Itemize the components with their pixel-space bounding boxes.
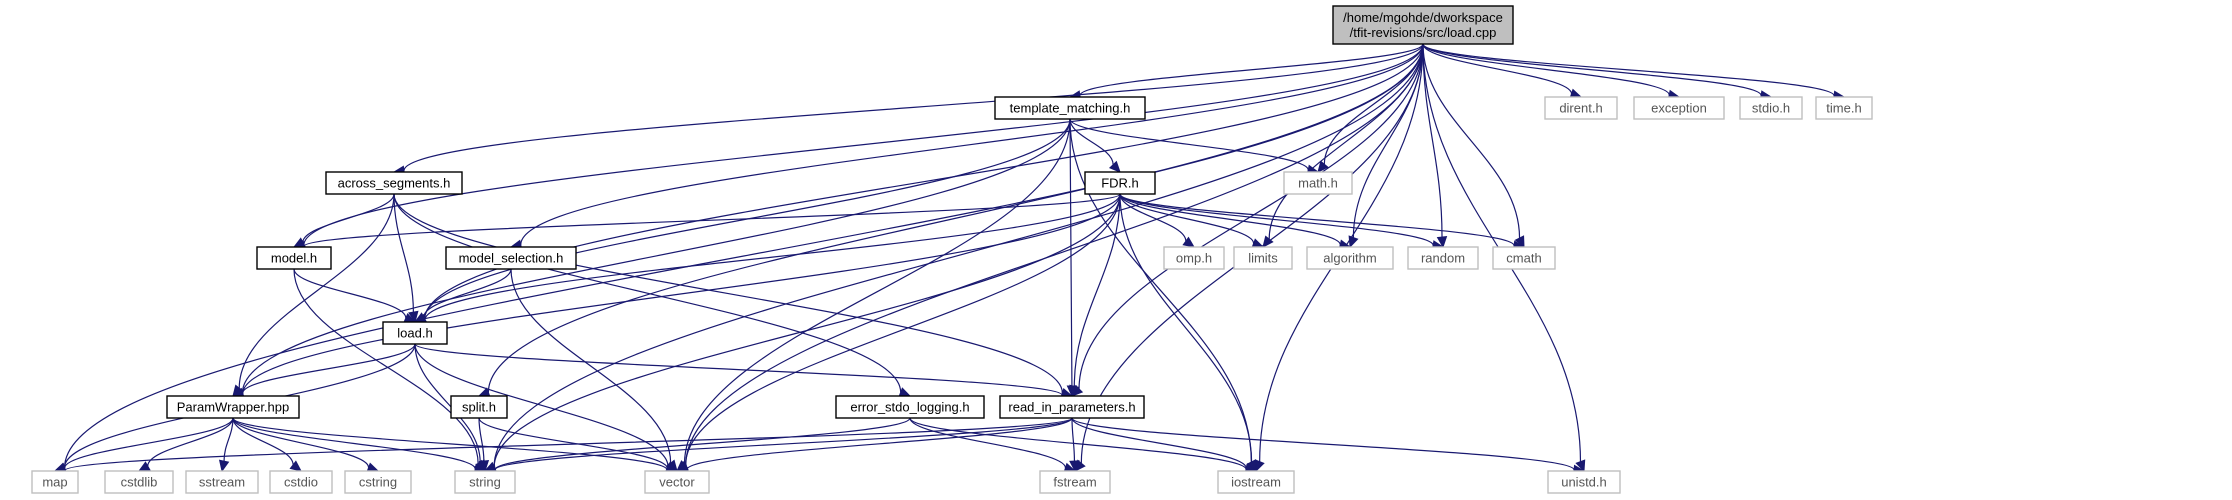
edge-FDR-to-vector bbox=[675, 193, 1121, 472]
node-label-cmath: cmath bbox=[1506, 251, 1541, 266]
node-read-in-parameters[interactable]: read_in_parameters.h bbox=[999, 395, 1145, 419]
edge-root-to-algorithm bbox=[1348, 43, 1424, 249]
node-cmath: cmath bbox=[1492, 246, 1556, 270]
edge-split-to-string bbox=[478, 417, 490, 473]
edge-read_in_parameters-to-unistd bbox=[1071, 417, 1586, 476]
edge-model-to-load_h bbox=[293, 268, 417, 323]
edge-root-to-model_selection bbox=[509, 43, 1424, 250]
node-random: random bbox=[1407, 246, 1479, 270]
node-iostream: iostream bbox=[1217, 470, 1295, 494]
edge-template_matching-to-FDR bbox=[1069, 118, 1121, 173]
node-limits: limits bbox=[1233, 246, 1293, 270]
edge-ParamWrapper-to-cstdlib bbox=[137, 417, 234, 472]
edge-template_matching-to-math bbox=[1069, 118, 1320, 175]
node-label-model: model.h bbox=[271, 251, 317, 266]
node-label-time: time.h bbox=[1826, 101, 1861, 116]
node-label-root-2: /tfit-revisions/src/load.cpp bbox=[1350, 25, 1497, 40]
node-label-root-1: /home/mgohde/dworkspace bbox=[1343, 10, 1503, 25]
node-sstream: sstream bbox=[185, 470, 259, 494]
edge-FDR-to-omp bbox=[1119, 193, 1195, 248]
edge-read_in_parameters-to-string bbox=[483, 417, 1073, 476]
node-label-fstream: fstream bbox=[1053, 475, 1096, 490]
edge-across_segments-to-model bbox=[292, 193, 395, 248]
edge-ParamWrapper-to-cstdio bbox=[232, 417, 302, 472]
edge-model_selection-to-vector bbox=[510, 268, 678, 472]
edge-across_segments-to-read_in_parameters bbox=[393, 193, 1074, 399]
edge-model_selection-to-load_h bbox=[413, 268, 512, 323]
node-label-exception: exception bbox=[1651, 101, 1707, 116]
edge-read_in_parameters-to-fstream bbox=[1069, 417, 1080, 473]
node-across-segments[interactable]: across_segments.h bbox=[325, 171, 463, 195]
edge-ParamWrapper-to-sstream bbox=[218, 417, 234, 473]
node-label-split: split.h bbox=[462, 400, 496, 415]
node-stdio: stdio.h bbox=[1739, 96, 1803, 120]
node-template-matching[interactable]: template_matching.h bbox=[994, 96, 1146, 120]
edge-across_segments-to-ParamWrapper bbox=[232, 193, 395, 397]
node-label-limits: limits bbox=[1248, 251, 1278, 266]
edge-root-to-model bbox=[292, 43, 1424, 251]
node-map: map bbox=[31, 470, 79, 494]
node-split[interactable]: split.h bbox=[450, 395, 508, 419]
node-label-cstdlib: cstdlib bbox=[121, 475, 158, 490]
node-label-model-selection: model_selection.h bbox=[459, 251, 564, 266]
node-label-ParamWrapper: ParamWrapper.hpp bbox=[177, 400, 290, 415]
edge-FDR-to-iostream bbox=[1119, 193, 1257, 473]
node-layer: /home/mgohde/dworkspace/tfit-revisions/s… bbox=[31, 5, 1873, 494]
edge-root-to-exception bbox=[1422, 43, 1681, 101]
node-ParamWrapper[interactable]: ParamWrapper.hpp bbox=[166, 395, 300, 419]
node-string: string bbox=[454, 470, 516, 494]
node-label-math: math.h bbox=[1298, 176, 1338, 191]
node-label-map: map bbox=[42, 475, 67, 490]
node-label-stdio: stdio.h bbox=[1752, 101, 1790, 116]
node-label-dirent: dirent.h bbox=[1559, 101, 1602, 116]
node-dirent: dirent.h bbox=[1544, 96, 1618, 120]
node-label-across-segments: across_segments.h bbox=[338, 176, 451, 191]
node-load-h[interactable]: load.h bbox=[382, 321, 448, 345]
node-root: /home/mgohde/dworkspace/tfit-revisions/s… bbox=[1332, 5, 1514, 45]
node-label-load-h: load.h bbox=[397, 326, 432, 341]
node-label-algorithm: algorithm bbox=[1323, 251, 1376, 266]
node-omp: omp.h bbox=[1163, 246, 1225, 270]
node-label-iostream: iostream bbox=[1231, 475, 1281, 490]
node-label-unistd: unistd.h bbox=[1561, 475, 1607, 490]
node-label-template-matching: template_matching.h bbox=[1010, 101, 1131, 116]
node-unistd: unistd.h bbox=[1547, 470, 1621, 494]
edge-across_segments-to-error_stdo_logging bbox=[393, 193, 912, 398]
node-label-read-in-parameters: read_in_parameters.h bbox=[1008, 400, 1135, 415]
node-FDR[interactable]: FDR.h bbox=[1084, 171, 1156, 195]
node-model[interactable]: model.h bbox=[256, 246, 332, 270]
node-label-sstream: sstream bbox=[199, 475, 245, 490]
edge-across_segments-to-load_h bbox=[393, 193, 419, 324]
edge-FDR-to-algorithm bbox=[1119, 193, 1352, 250]
edge-template_matching-to-ParamWrapper bbox=[231, 118, 1071, 398]
node-label-error-stdo-logging: error_stdo_logging.h bbox=[850, 400, 969, 415]
node-cstring: cstring bbox=[344, 470, 412, 494]
node-math: math.h bbox=[1283, 171, 1353, 195]
node-label-FDR: FDR.h bbox=[1101, 176, 1139, 191]
node-label-cstdio: cstdio bbox=[284, 475, 318, 490]
edge-root-to-cmath bbox=[1422, 43, 1525, 249]
node-label-cstring: cstring bbox=[359, 475, 397, 490]
node-exception: exception bbox=[1633, 96, 1725, 120]
node-algorithm: algorithm bbox=[1306, 246, 1394, 270]
edge-template_matching-to-load_h bbox=[413, 118, 1071, 324]
node-fstream: fstream bbox=[1039, 470, 1111, 494]
edge-root-to-time bbox=[1422, 43, 1846, 101]
edge-root-to-stdio bbox=[1422, 43, 1773, 101]
node-label-random: random bbox=[1421, 251, 1465, 266]
node-label-omp: omp.h bbox=[1176, 251, 1212, 266]
node-label-string: string bbox=[469, 475, 501, 490]
edge-FDR-to-cmath bbox=[1119, 193, 1526, 251]
node-error-stdo-logging[interactable]: error_stdo_logging.h bbox=[835, 395, 985, 419]
edge-FDR-to-read_in_parameters bbox=[1069, 193, 1121, 398]
node-label-vector: vector bbox=[659, 475, 695, 490]
node-model-selection[interactable]: model_selection.h bbox=[445, 246, 577, 270]
node-vector: vector bbox=[644, 470, 710, 494]
edge-layer bbox=[53, 43, 1846, 476]
edge-root-to-limits bbox=[1262, 43, 1424, 248]
node-time: time.h bbox=[1815, 96, 1873, 120]
node-cstdio: cstdio bbox=[269, 470, 333, 494]
node-cstdlib: cstdlib bbox=[104, 470, 174, 494]
